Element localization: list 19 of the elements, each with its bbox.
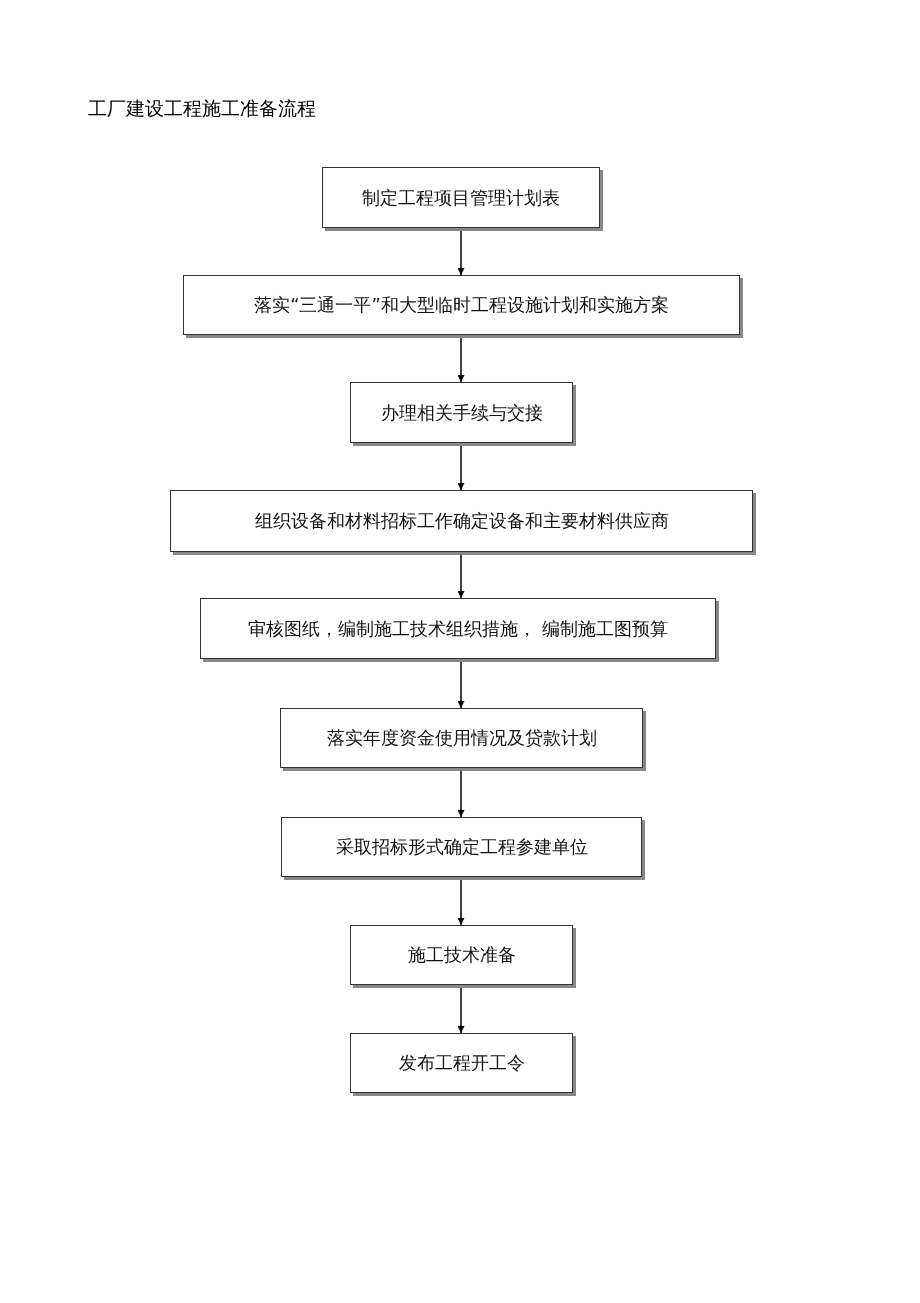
step-text: 办理相关手续与交接 (380, 401, 543, 424)
step-text: 审核图纸，编制施工技术组织措施， 编制施工图预算 (248, 617, 668, 640)
process-box (350, 1033, 573, 1093)
step-text: 落实“三通一平”和大型临时工程设施计划和实施方案 (254, 294, 669, 316)
process-box (200, 598, 716, 659)
step-text: 施工技术准备 (407, 944, 516, 966)
process-box (350, 382, 573, 443)
diagram-title: 工厂建设工程施工准备流程 (88, 96, 316, 121)
step-text: 组织设备和材料招标工作确定设备和主要材料供应商 (254, 510, 669, 532)
step-text: 制定工程项目管理计划表 (362, 186, 560, 209)
process-box (281, 817, 642, 877)
process-box (322, 167, 600, 228)
process-box (280, 708, 643, 768)
step-text: 采取招标形式确定工程参建单位 (335, 836, 588, 858)
process-box (170, 490, 753, 552)
process-box (183, 275, 740, 335)
step-text: 发布工程开工令 (398, 1052, 525, 1074)
step-text: 落实年度资金使用情况及贷款计划 (326, 727, 597, 749)
process-box (350, 925, 573, 985)
